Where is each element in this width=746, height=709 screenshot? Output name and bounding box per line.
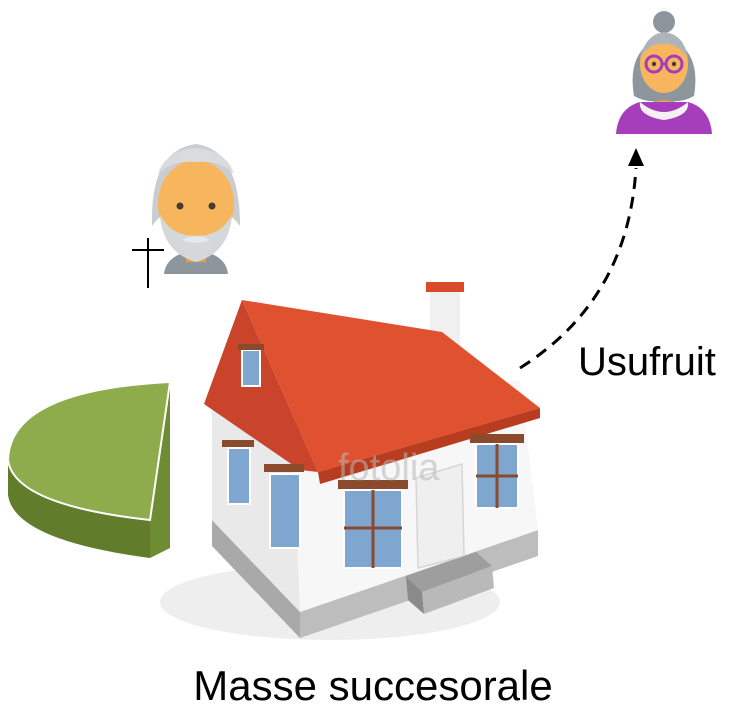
usufruit-arrow [519, 148, 644, 370]
old-woman-avatar-icon [616, 11, 712, 134]
caption-masse-succesorale: Masse succesorale [193, 662, 553, 709]
house-icon [160, 282, 540, 640]
usufruit-label: Usufruit [578, 340, 716, 384]
pie-slice-icon [6, 380, 172, 558]
watermark-text: fotolia [338, 447, 440, 489]
old-man-avatar-icon [151, 144, 240, 274]
deceased-cross-mark [132, 238, 164, 288]
